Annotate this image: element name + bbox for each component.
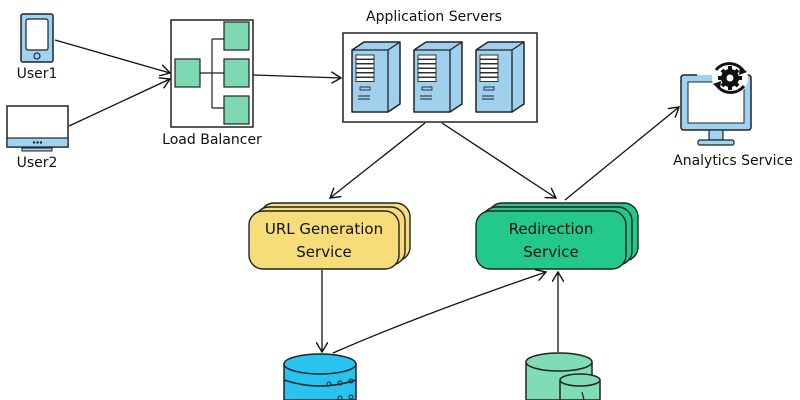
edge-user1-lb — [54, 39, 170, 73]
redirection-service-label: Redirection Service — [509, 218, 594, 264]
server-tower-icon — [413, 41, 463, 113]
server-tower-icon — [475, 41, 525, 113]
cache-cylinders-icon — [525, 352, 601, 400]
redirection-service-box[interactable] — [475, 202, 639, 270]
edge-lb-appservers — [252, 75, 341, 78]
url-gen-line2: Service — [296, 243, 352, 261]
database-icon — [283, 353, 357, 400]
edge-redirect-analytics — [564, 107, 679, 201]
edge-app-urlgen — [330, 122, 426, 198]
analytics-service-label: Analytics Service — [673, 153, 793, 169]
url-generation-service-box[interactable] — [248, 202, 411, 270]
url-generation-service-label: URL Generation Service — [265, 218, 383, 264]
application-servers-box — [342, 32, 538, 123]
monitor-gear-icon — [680, 60, 752, 146]
user2-label: User2 — [16, 155, 58, 171]
redirection-line1: Redirection — [508, 220, 594, 238]
redirection-line2: Service — [523, 243, 579, 261]
application-servers-label: Application Servers — [366, 9, 502, 25]
mobile-phone-icon — [20, 13, 54, 63]
load-balancer-box — [170, 19, 254, 128]
server-tower-icon — [351, 41, 401, 113]
load-balancer-label: Load Balancer — [162, 132, 262, 148]
edge-app-redirect — [441, 122, 556, 198]
url-gen-line1: URL Generation — [264, 220, 384, 238]
user1-label: User1 — [16, 66, 58, 82]
edge-user2-lb — [68, 79, 170, 127]
edge-db-redirect — [332, 272, 546, 354]
desktop-monitor-icon — [6, 105, 69, 152]
